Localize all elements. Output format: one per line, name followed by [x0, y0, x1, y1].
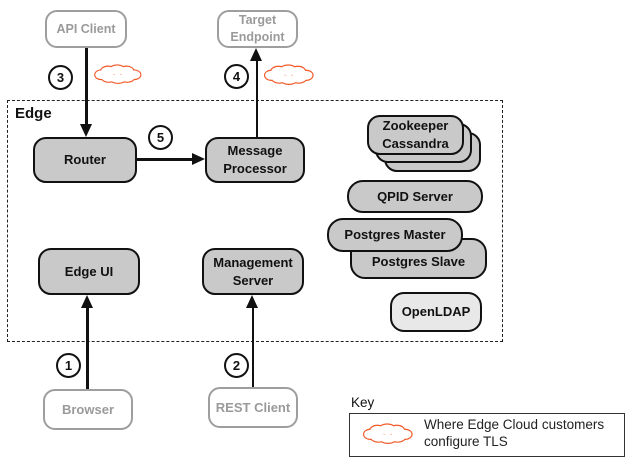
- node-zookeeper-cassandra: Zookeeper Cassandra: [367, 115, 464, 155]
- key-title: Key: [351, 395, 375, 410]
- step-circle-5: 5: [148, 125, 173, 150]
- node-openldap: OpenLDAP: [390, 292, 482, 332]
- node-postgres-master: Postgres Master: [327, 218, 463, 252]
- node-edge-ui: Edge UI: [38, 248, 140, 295]
- tls-cloud-icon: [362, 423, 413, 444]
- arrow-line: [86, 307, 89, 389]
- node-qpid-server: QPID Server: [347, 180, 483, 213]
- key-legend-text: Where Edge Cloud customers configure TLS: [424, 417, 605, 449]
- cassandra-label: Cassandra: [382, 136, 449, 151]
- tls-cloud-icon: [263, 64, 314, 85]
- step-circle-1: 1: [56, 353, 81, 378]
- node-browser: Browser: [43, 389, 133, 430]
- step-circle-2: 2: [224, 353, 249, 378]
- node-target-endpoint: Target Endpoint: [217, 10, 298, 48]
- arrowhead-up-icon: [250, 48, 263, 61]
- step-circle-4: 4: [224, 64, 249, 89]
- node-rest-client: REST Client: [208, 387, 298, 428]
- arrow-line: [137, 158, 192, 161]
- edge-boundary: [7, 100, 503, 342]
- arrow-line: [255, 60, 258, 137]
- step-circle-3: 3: [48, 65, 73, 90]
- edge-label: Edge: [15, 105, 52, 122]
- arrowhead-right-icon: [192, 152, 205, 165]
- arrow-line: [85, 48, 88, 126]
- node-management-server: Management Server: [202, 248, 304, 295]
- node-api-client: API Client: [45, 10, 127, 48]
- zookeeper-label: Zookeeper: [382, 118, 449, 134]
- arrowhead-up-icon: [80, 295, 93, 308]
- node-message-processor: Message Processor: [205, 137, 305, 183]
- node-router: Router: [33, 137, 137, 183]
- arrowhead-up-icon: [246, 295, 259, 308]
- arrowhead-down-icon: [79, 124, 92, 137]
- arrow-line: [251, 307, 254, 387]
- tls-cloud-icon: [94, 64, 142, 84]
